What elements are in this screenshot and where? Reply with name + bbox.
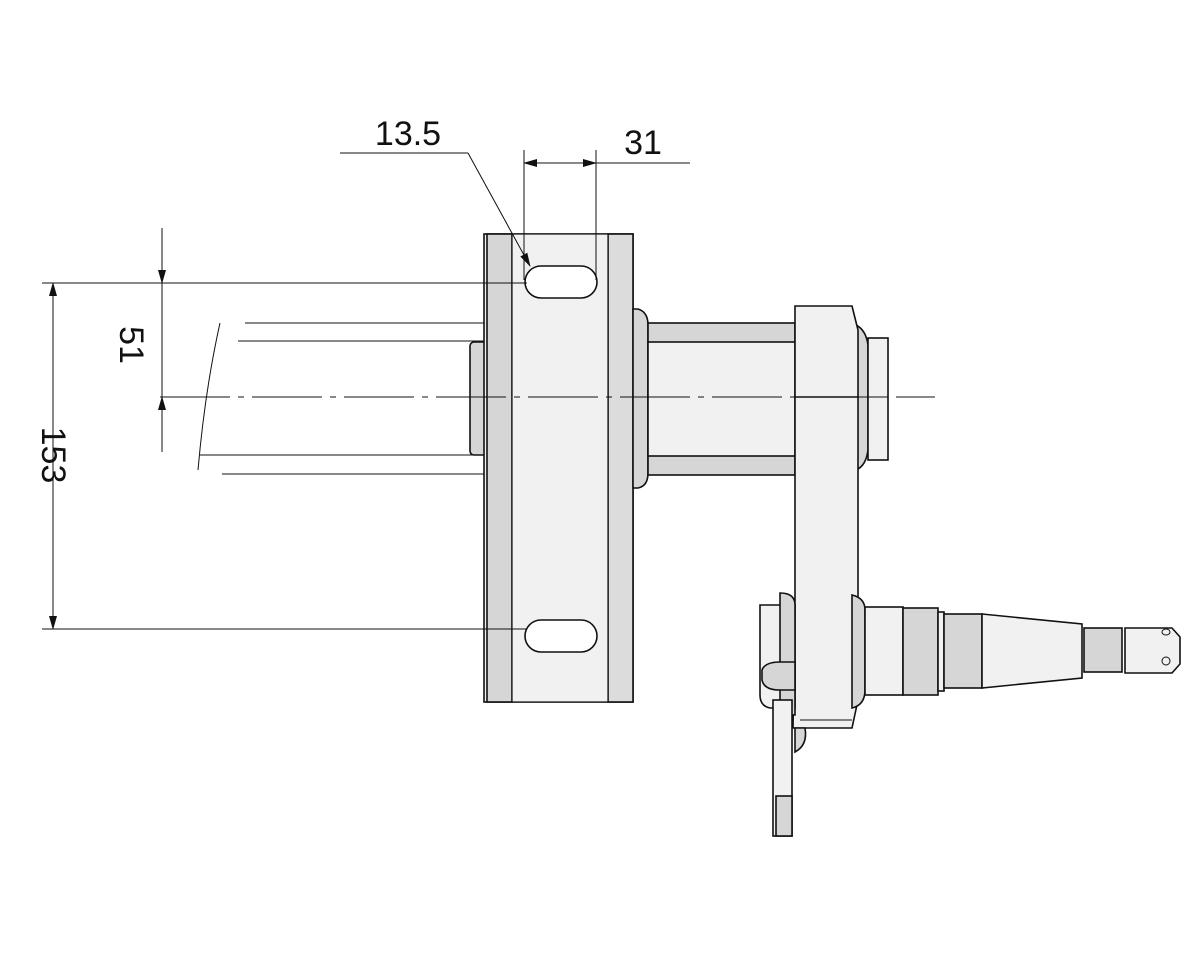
dimension-label-13-5: 13.5	[375, 115, 441, 153]
slot-top	[524, 265, 598, 299]
brake-bracket	[759, 592, 807, 837]
dimension-label-31: 31	[624, 124, 662, 162]
dimension-13-5: 13.5	[340, 115, 531, 267]
axle-tube-left	[197, 322, 484, 475]
stub-axle-spindle	[851, 593, 1181, 710]
dimension-51: 51	[112, 228, 166, 452]
dimension-label-51: 51	[112, 326, 150, 364]
dimension-label-153: 153	[34, 427, 72, 484]
collar	[632, 308, 649, 489]
axle-tube-right	[647, 322, 796, 476]
break-line	[197, 322, 221, 471]
dimension-153: 153	[34, 282, 527, 630]
mounting-plate	[483, 233, 634, 703]
torsion-arm	[792, 305, 859, 729]
slot-bottom	[524, 619, 598, 653]
